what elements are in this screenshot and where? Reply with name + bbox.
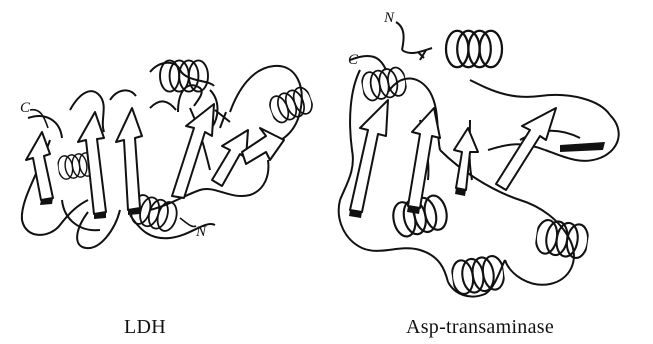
ldh-strand-4	[172, 104, 214, 198]
asp-n-terminus-label: N	[383, 10, 395, 26]
asp-helix-2	[360, 66, 408, 102]
asp-c-terminus-label: C	[348, 52, 359, 68]
asp-strand-1	[350, 100, 388, 212]
ldh-c-terminus-label: C	[20, 100, 31, 116]
asp-helix-1	[446, 31, 502, 67]
ldh-strand-2	[78, 112, 106, 214]
ldh-structure: C N	[20, 60, 315, 248]
ldh-helix-4	[267, 85, 316, 125]
asp-strand-2	[408, 108, 440, 208]
ldh-strand-3	[116, 108, 142, 210]
asp-strands	[350, 100, 556, 212]
ldh-caption: LDH	[95, 316, 195, 339]
asp-transaminase-structure: N C	[339, 10, 619, 297]
ldh-strand-5	[212, 130, 248, 186]
asp-transaminase-caption: Asp-transaminase	[380, 316, 580, 339]
ldh-n-terminus-label: N	[195, 224, 207, 240]
asp-strand-4	[496, 108, 556, 190]
asp-strand-3	[454, 128, 478, 190]
asp-helix-4	[534, 219, 590, 260]
ldh-helix-3	[160, 60, 208, 91]
asp-backbone	[339, 22, 619, 297]
